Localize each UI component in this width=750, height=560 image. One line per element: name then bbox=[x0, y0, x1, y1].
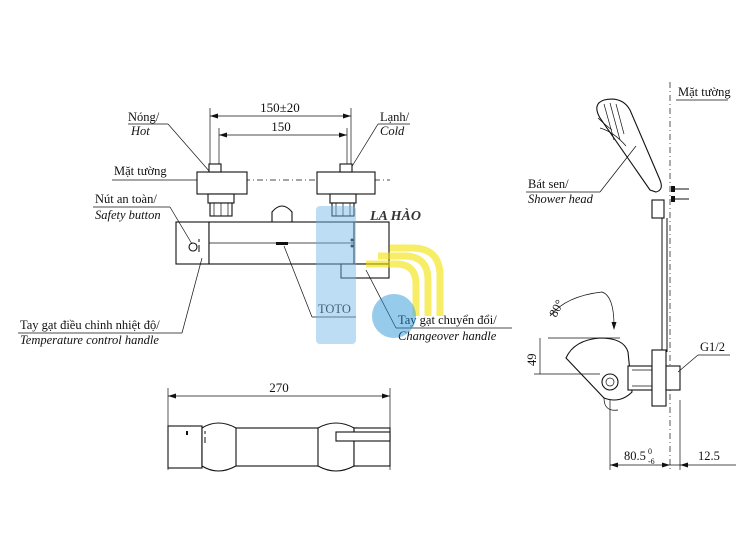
shower-label-en: Shower head bbox=[528, 192, 594, 206]
hot-label-en: Hot bbox=[130, 124, 150, 138]
change-label-en: Changeover handle bbox=[398, 329, 497, 343]
right-inlet-flange bbox=[316, 171, 376, 195]
top-view: 270 bbox=[167, 380, 391, 472]
dim-270: 270 bbox=[269, 380, 289, 395]
top-changeover-handle bbox=[335, 431, 391, 442]
side-mixer-body bbox=[565, 337, 633, 401]
wall-label-right: Mặt tường bbox=[678, 85, 731, 99]
dim-12-5: 12.5 bbox=[698, 449, 720, 463]
thread-label: G1/2 bbox=[700, 340, 725, 354]
wall-label-left: Mặt tường bbox=[114, 164, 167, 178]
change-label-vi: Tay gạt chuyển đổi/ bbox=[398, 313, 497, 327]
dim-angle: 80° bbox=[546, 297, 567, 319]
temp-label-en: Temperature control handle bbox=[20, 333, 159, 347]
cold-label-vi: Lạnh/ bbox=[380, 110, 410, 124]
top-left-cap bbox=[167, 425, 203, 469]
shower-head bbox=[596, 98, 665, 219]
dim-49: 49 bbox=[525, 354, 539, 367]
watermark-text: LA HÀO bbox=[369, 207, 421, 224]
safety-label-vi: Nút an toàn/ bbox=[95, 192, 157, 206]
dim-80-5-lower: -6 bbox=[648, 457, 655, 466]
dim-150: 150 bbox=[271, 119, 291, 134]
brand-label: TOTO bbox=[318, 302, 351, 316]
dim-80-5-upper: 0 bbox=[648, 447, 652, 456]
hot-label-vi: Nóng/ bbox=[128, 110, 160, 124]
safety-label-en: Safety button bbox=[95, 208, 161, 222]
left-inlet-flange bbox=[196, 171, 248, 195]
dim-80-5: 80.5 bbox=[624, 449, 646, 463]
cold-label-en: Cold bbox=[380, 124, 405, 138]
temp-label-vi: Tay gạt điều chỉnh nhiệt độ/ bbox=[20, 318, 160, 332]
front-view: 150±20 150 Nóng/ Hot Lạnh/ Cold Mặt tườn… bbox=[18, 100, 512, 347]
safety-button bbox=[188, 242, 198, 252]
side-view: Mặt tường Bát sen/ Shower head bbox=[525, 82, 736, 470]
watermark-logo: LA HÀO bbox=[316, 206, 444, 344]
dim-150-20: 150±20 bbox=[260, 100, 300, 115]
shower-label-vi: Bát sen/ bbox=[528, 177, 569, 191]
